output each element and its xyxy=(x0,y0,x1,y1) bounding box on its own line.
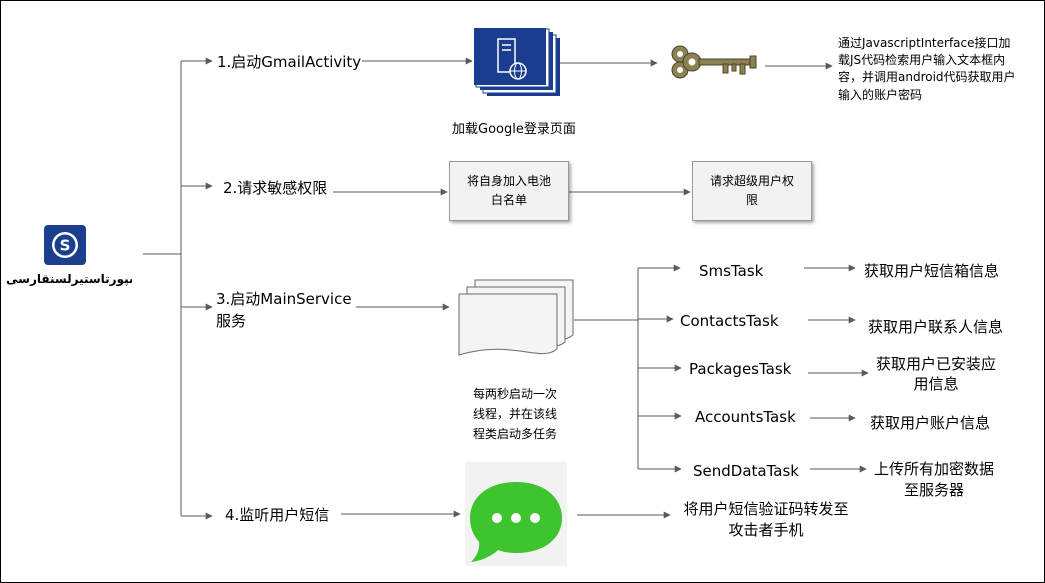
key-icon xyxy=(668,42,764,82)
server-document-icon xyxy=(474,28,564,98)
superuser-request-line-1: 请求超级用户权 xyxy=(709,174,794,189)
branch-4-result-line-2: 攻击者手机 xyxy=(728,521,804,539)
task-packages-result-line-2: 用信息 xyxy=(913,375,959,393)
branch-1-result-line-2: 载JS代码检索用户输入文本框内 xyxy=(838,53,1006,67)
superuser-request-line-2: 限 xyxy=(745,193,758,207)
branch-1-result-line-3: 容，并调用android代码获取用户 xyxy=(838,70,1016,84)
branch-4-result-line-1: 将用户短信验证码转发至 xyxy=(683,500,849,518)
app-name: ترنسپورتاستیرلسنقارسی xyxy=(6,272,132,286)
branch-1-caption: 加载Google登录页面 xyxy=(452,122,576,137)
task-senddata-result-line-1: 上传所有加密数据 xyxy=(873,460,994,478)
branch-4-label: 4.监听用户短信 xyxy=(225,506,330,524)
task-sms-result: 获取用户短信箱信息 xyxy=(864,262,1000,280)
task-accounts-result: 获取用户账户信息 xyxy=(870,414,991,432)
battery-whitelist-line-2: 白名单 xyxy=(490,193,527,207)
task-sms: SmsTask xyxy=(699,262,764,280)
branch-3-caption-line-2: 线程，并在该线 xyxy=(472,407,557,421)
task-packages: PackagesTask xyxy=(689,360,792,378)
task-contacts-result: 获取用户联系人信息 xyxy=(868,318,1004,336)
branch-3-label-line-2: 服务 xyxy=(216,312,247,330)
battery-whitelist-box: 将自身加入电池 白名单 xyxy=(449,161,569,221)
battery-whitelist-line-1: 将自身加入电池 xyxy=(466,174,551,189)
svg-text:S: S xyxy=(60,237,71,255)
branch-1-label: 1.启动GmailActivity xyxy=(217,53,362,71)
task-senddata-result-line-2: 至服务器 xyxy=(903,481,964,499)
documents-stack-icon xyxy=(457,279,577,361)
branch-3-caption-line-1: 每两秒启动一次 xyxy=(472,387,557,401)
app-logo-icon: S xyxy=(44,225,86,265)
branch-2-label: 2.请求敏感权限 xyxy=(223,179,328,197)
task-senddata: SendDataTask xyxy=(693,462,799,480)
branch-3-label-line-1: 3.启动MainService xyxy=(216,290,352,308)
branch-1-result-line-4: 输入的账户密码 xyxy=(838,88,923,102)
task-contacts: ContactsTask xyxy=(680,312,779,330)
superuser-request-box: 请求超级用户权 限 xyxy=(692,161,812,221)
branch-3-caption-line-3: 程类启动多任务 xyxy=(472,427,557,441)
message-bubble-icon xyxy=(465,462,567,566)
branch-1-result-line-1: 通过JavascriptInterface接口加 xyxy=(838,36,1011,50)
task-packages-result-line-1: 获取用户已安装应 xyxy=(875,355,996,373)
task-accounts: AccountsTask xyxy=(695,408,796,426)
